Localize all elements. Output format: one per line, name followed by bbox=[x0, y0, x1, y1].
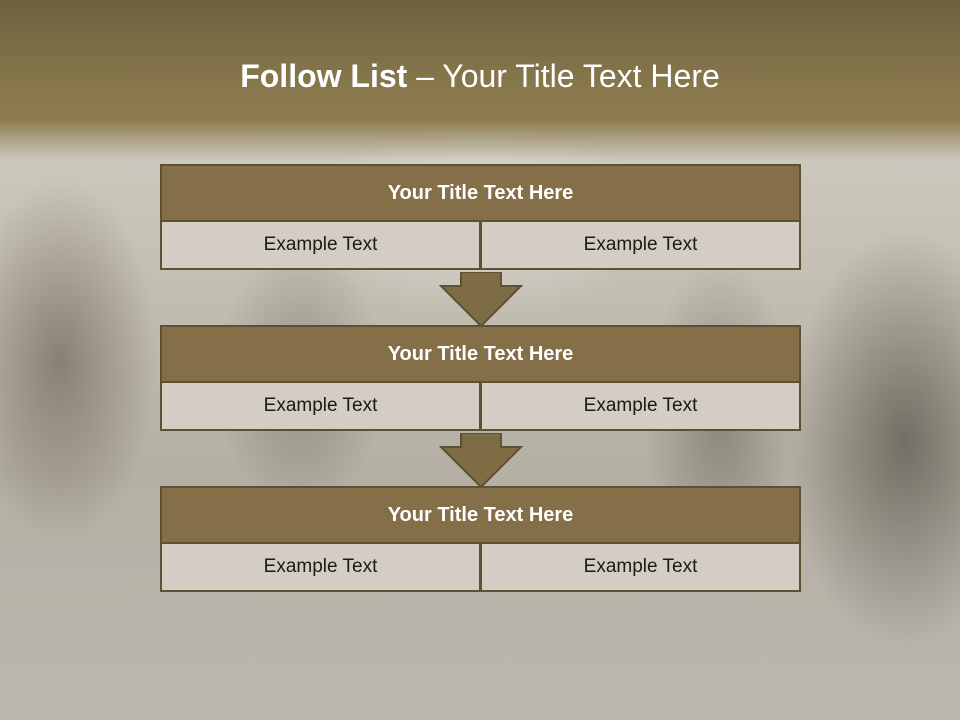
step-left-text: Example Text bbox=[160, 542, 481, 592]
down-arrow-icon bbox=[439, 272, 523, 328]
step-right-text: Example Text bbox=[480, 220, 801, 270]
step-title: Your Title Text Here bbox=[160, 486, 801, 544]
step-left-text: Example Text bbox=[160, 220, 481, 270]
header-band bbox=[0, 0, 960, 160]
step-block-2: Your Title Text Here Example Text Exampl… bbox=[160, 325, 801, 431]
step-block-1: Your Title Text Here Example Text Exampl… bbox=[160, 164, 801, 270]
slide-title-bold: Follow List bbox=[240, 58, 408, 94]
step-right-text: Example Text bbox=[480, 381, 801, 431]
down-arrow-icon bbox=[439, 433, 523, 489]
step-title: Your Title Text Here bbox=[160, 325, 801, 383]
step-right-text: Example Text bbox=[480, 542, 801, 592]
step-block-3: Your Title Text Here Example Text Exampl… bbox=[160, 486, 801, 592]
step-left-text: Example Text bbox=[160, 381, 481, 431]
step-title: Your Title Text Here bbox=[160, 164, 801, 222]
slide-title-rest: – Your Title Text Here bbox=[407, 58, 720, 94]
slide-title: Follow List – Your Title Text Here bbox=[0, 56, 960, 96]
